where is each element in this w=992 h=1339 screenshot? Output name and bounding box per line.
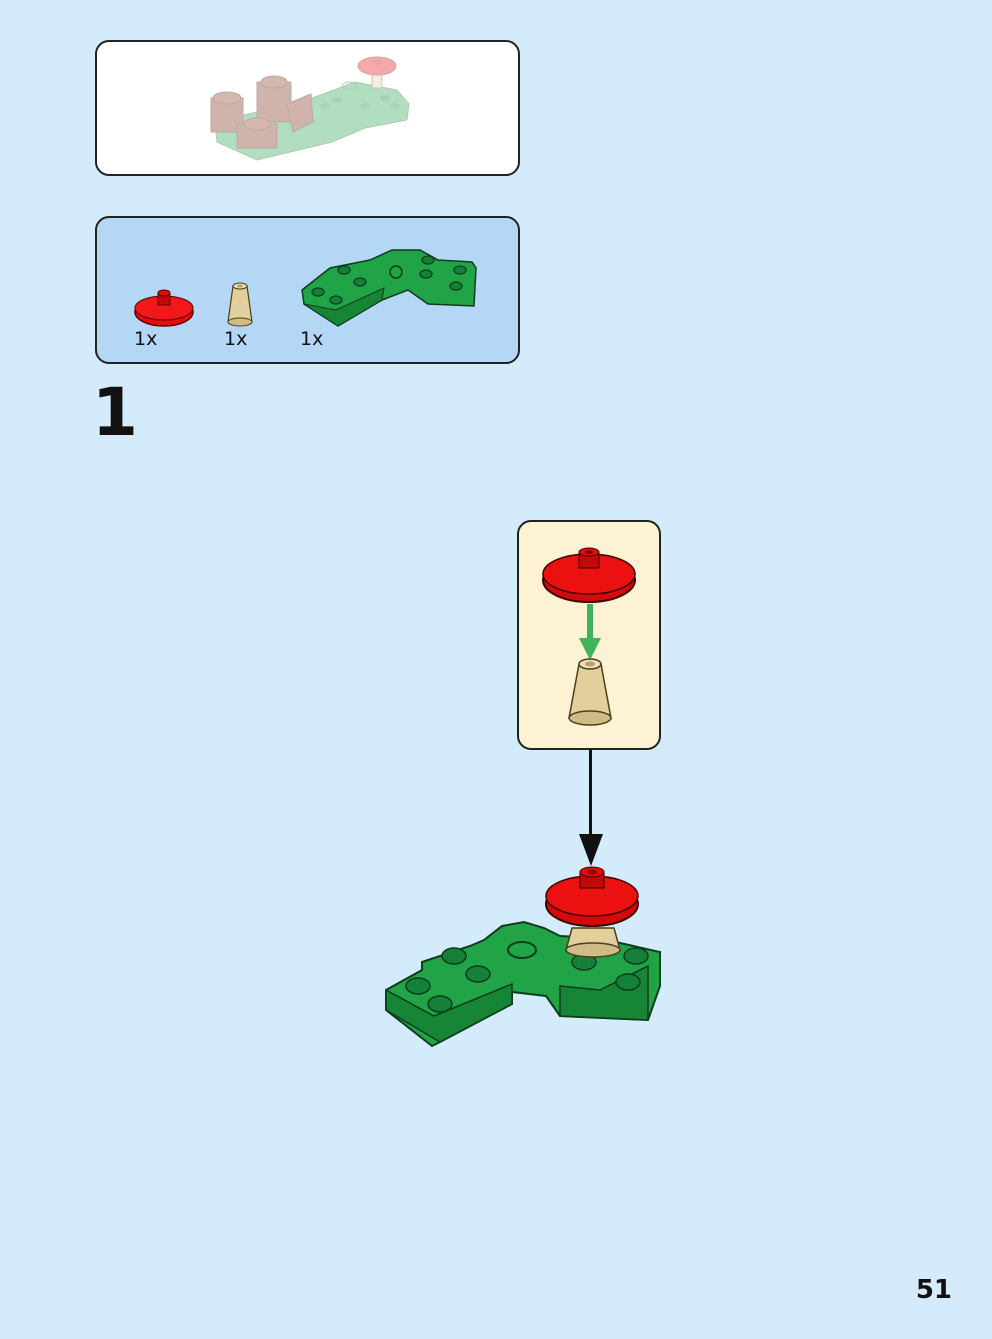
part-quantity: 1x [134, 328, 158, 350]
red-round-dish-icon [542, 547, 636, 603]
sub-assembly-panel [517, 520, 661, 750]
step-number: 1 [92, 374, 138, 451]
parts-list-panel [95, 216, 520, 364]
tan-cone-icon [227, 282, 253, 327]
assembled-model-icon [385, 866, 661, 1048]
page-number: 51 [915, 1275, 952, 1305]
previous-model-preview-panel [95, 40, 520, 176]
assembly-arrow-icon [579, 750, 603, 866]
tan-cone-icon [568, 658, 612, 726]
part-quantity: 1x [300, 328, 324, 350]
part-quantity: 1x [224, 328, 248, 350]
green-arrow-icon [579, 604, 601, 660]
red-round-dish-icon [134, 289, 194, 327]
faded-model-preview-icon [210, 56, 410, 161]
green-curved-plate-icon [301, 249, 477, 327]
